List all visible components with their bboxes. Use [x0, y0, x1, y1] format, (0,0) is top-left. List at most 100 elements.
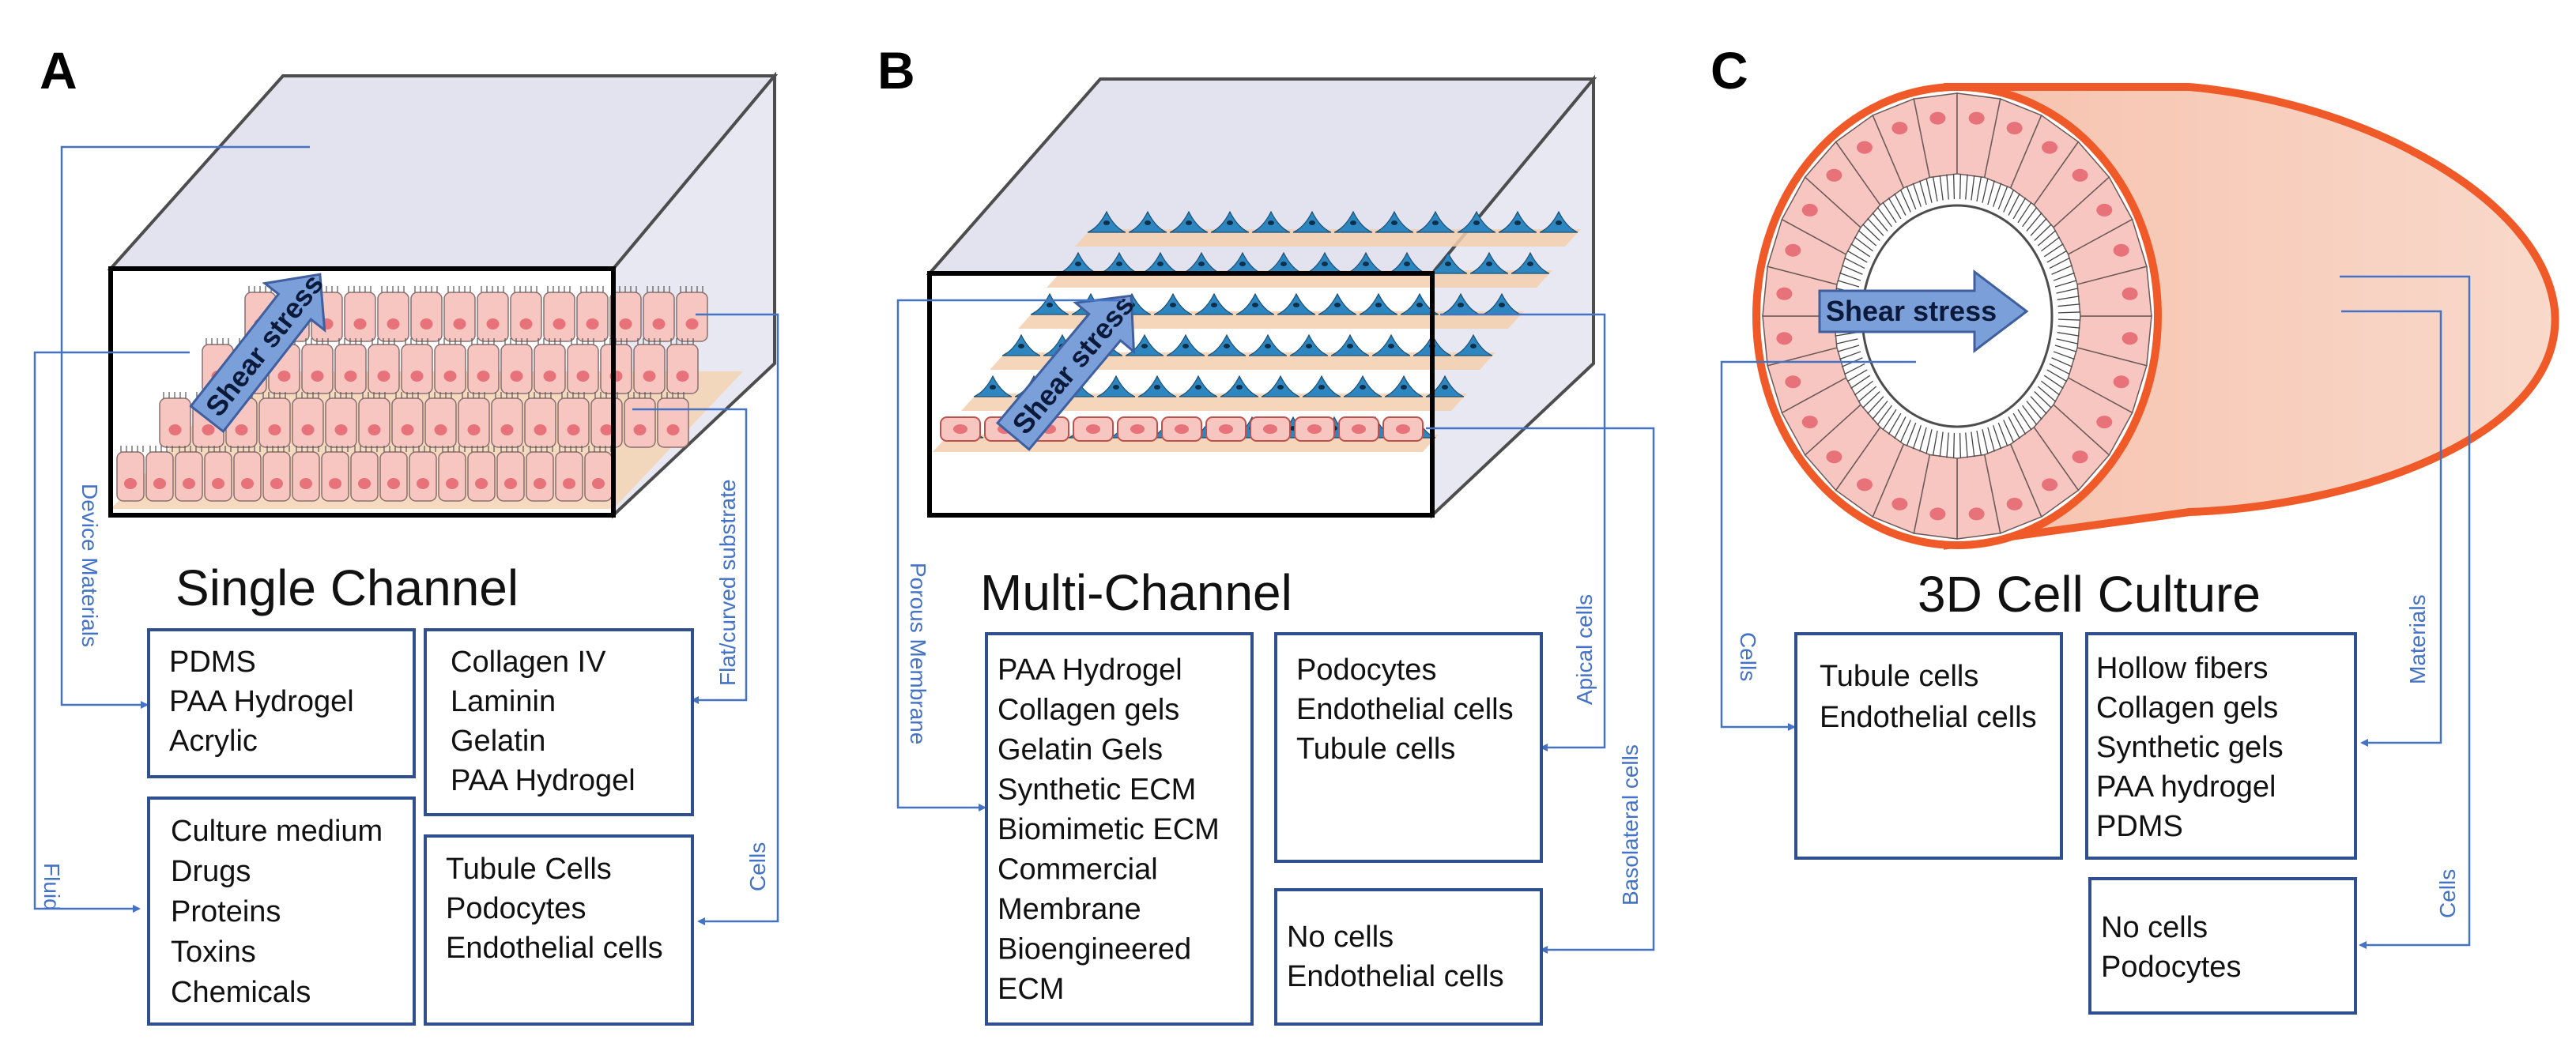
microvillus — [1971, 175, 1975, 201]
microvillus — [2034, 391, 2052, 409]
cell-nucleus — [1360, 385, 1366, 390]
microvillus — [1844, 363, 1865, 375]
cell-nucleus — [153, 478, 166, 489]
cell-nucleus — [420, 318, 433, 330]
epithelial-cell — [401, 344, 433, 394]
cell-nucleus — [1280, 262, 1287, 266]
microvillus — [2003, 189, 2015, 213]
cell-nucleus — [1145, 220, 1151, 225]
cell-nucleus — [1401, 385, 1407, 390]
epithelial-cell — [643, 292, 675, 342]
cell-nucleus — [467, 424, 481, 435]
cell-nucleus — [300, 478, 312, 489]
cell-nucleus — [387, 318, 400, 330]
cell-nucleus — [1776, 332, 1793, 345]
panel-c-label-cells-right: Cells — [2435, 869, 2460, 918]
epithelial-cell — [500, 344, 533, 394]
panel-b-label-basolateral-cells: Basolateral cells — [1618, 744, 1643, 906]
panel-b-connector-basolateral — [1426, 427, 1655, 954]
cell-nucleus — [1404, 262, 1410, 266]
cell-nucleus — [2072, 168, 2088, 182]
epithelial-cell — [467, 451, 496, 502]
cell-nucleus — [1265, 344, 1271, 348]
cell-nucleus — [1486, 262, 1492, 266]
microvillus — [1946, 432, 1949, 458]
cell-nucleus — [387, 478, 400, 489]
box-text-line: No cells — [1287, 921, 1394, 954]
cell-nucleus — [212, 478, 224, 489]
cell-nucleus — [1334, 303, 1341, 307]
box-text-line: Membrane — [998, 893, 1141, 926]
panel-a-connector-fluid — [33, 351, 190, 913]
cell-nucleus — [666, 424, 680, 435]
cell-nucleus — [1175, 424, 1189, 434]
cell-nucleus — [1432, 220, 1439, 225]
panel-b-box-apical — [1274, 632, 1543, 863]
cell-nucleus — [1891, 122, 1908, 135]
epithelial-cell — [567, 344, 599, 394]
cell-nucleus — [652, 318, 666, 330]
cell-nucleus — [1075, 262, 1081, 266]
panel-b: B Shear stress Multi-Channel Porous Memb… — [877, 41, 1655, 1026]
membrane-layer — [990, 352, 1495, 370]
microvillus — [1939, 431, 1944, 458]
panel-c-box-cells-right — [2088, 877, 2357, 1015]
cell-nucleus — [368, 424, 381, 435]
epithelial-cell — [233, 451, 262, 502]
microvillus — [1952, 174, 1956, 200]
cell-nucleus — [1785, 375, 1801, 389]
epithelial-cell — [116, 451, 145, 502]
microvillus — [2041, 380, 2061, 396]
microvillus — [1965, 432, 1968, 458]
epithelial-cell — [624, 397, 656, 448]
box-text-line: Commercial — [998, 853, 1158, 887]
microvillus — [1858, 230, 1877, 247]
epithelial-cell — [175, 451, 203, 502]
panel-a-box-cells — [424, 834, 694, 1026]
panel-c-box-materials — [2085, 632, 2357, 860]
box-text-line: Drugs — [171, 855, 251, 888]
epithelial-cell — [145, 451, 174, 502]
microvillus — [1982, 429, 1989, 454]
cell-nucleus — [168, 424, 182, 435]
epithelial-cell — [325, 397, 357, 448]
cell-nucleus — [1018, 344, 1024, 348]
epithelial-cell — [262, 451, 291, 502]
panel-a-label-cells: Cells — [745, 842, 770, 891]
cell-nucleus — [1856, 141, 1873, 154]
cell-nucleus — [1186, 220, 1192, 225]
cell-nucleus — [344, 371, 357, 382]
panel-c-title: 3D Cell Culture — [1918, 566, 2261, 623]
epithelial-cell — [496, 451, 525, 502]
cell-nucleus — [1891, 497, 1908, 510]
cell-nucleus — [1470, 344, 1477, 348]
microvillus — [1946, 174, 1949, 200]
epithelial-cell — [590, 397, 623, 448]
microvillus — [2057, 296, 2080, 300]
microvillus — [1862, 391, 1880, 409]
box-text-line: Toxins — [171, 936, 256, 969]
panel-a-label-fluid: Fluid — [40, 863, 64, 911]
cell-nucleus — [453, 318, 466, 330]
epithelial-cell — [410, 292, 443, 342]
cell-nucleus — [443, 371, 457, 382]
microvillus — [1862, 224, 1880, 241]
microvillus — [1993, 425, 2002, 450]
cell-nucleus — [592, 478, 605, 489]
box-text-line: Synthetic gels — [2096, 731, 2284, 764]
microvillus — [2030, 396, 2047, 415]
panel-c-connector-cells-left — [1720, 360, 1916, 731]
microvillus — [1847, 369, 1868, 382]
epithelial-cell — [676, 292, 708, 342]
epithelial-cell — [543, 292, 575, 342]
membrane-layer — [1075, 229, 1581, 247]
epithelial-cell — [391, 397, 424, 448]
box-text-line: Chemicals — [171, 976, 311, 1009]
microvillus — [2057, 318, 2080, 321]
microvillus — [1850, 243, 1871, 258]
panel-b-connector-membrane — [896, 299, 1122, 812]
cell-nucleus — [1113, 385, 1119, 390]
epithelial-cell — [409, 451, 437, 502]
cell-nucleus — [1277, 385, 1284, 390]
